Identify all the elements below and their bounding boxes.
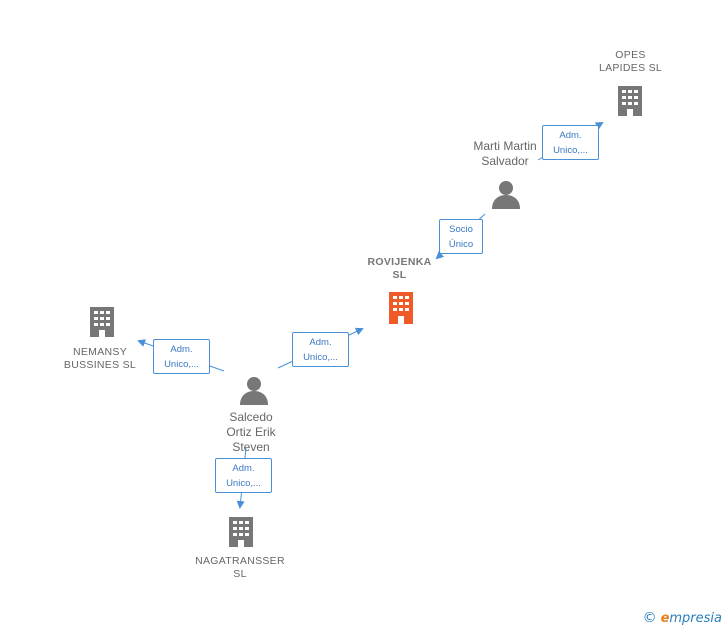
node-label-opes-lapides[interactable]: OPES LAPIDES SL (598, 49, 663, 74)
node-label-nagatransser[interactable]: NAGATRANSSER SL (195, 555, 285, 580)
building-icon[interactable] (224, 515, 258, 549)
brand-name: mpresia (669, 611, 722, 626)
person-icon[interactable] (490, 179, 522, 209)
brand-initial: e (660, 611, 670, 626)
relation-box-salcedo-nemansy[interactable]: Adm. Unico,... (153, 339, 210, 374)
relation-box-marti-opes[interactable]: Adm. Unico,... (542, 125, 599, 160)
node-label-nemansy-bussines[interactable]: NEMANSY BUSSINES SL (63, 346, 137, 371)
node-label-rovijenka[interactable]: ROVIJENKA SL (367, 256, 432, 281)
main-company-building-icon[interactable] (384, 290, 418, 326)
person-icon[interactable] (238, 375, 270, 405)
copyright-symbol: © (642, 610, 657, 626)
relation-box-salcedo-rovijenka[interactable]: Adm. Unico,... (292, 332, 349, 367)
building-icon[interactable] (613, 84, 647, 118)
building-icon[interactable] (85, 305, 119, 339)
empresia-logo: ©empresia (643, 610, 722, 626)
node-label-salcedo-ortiz-erik-steven[interactable]: Salcedo Ortiz Erik Steven (226, 410, 276, 454)
relation-box-salcedo-nagatransser[interactable]: Adm. Unico,... (215, 458, 272, 493)
relation-box-marti-rovijenka[interactable]: Socio Único (439, 219, 483, 254)
node-label-marti-martin-salvador[interactable]: Marti Martin Salvador (473, 139, 537, 168)
